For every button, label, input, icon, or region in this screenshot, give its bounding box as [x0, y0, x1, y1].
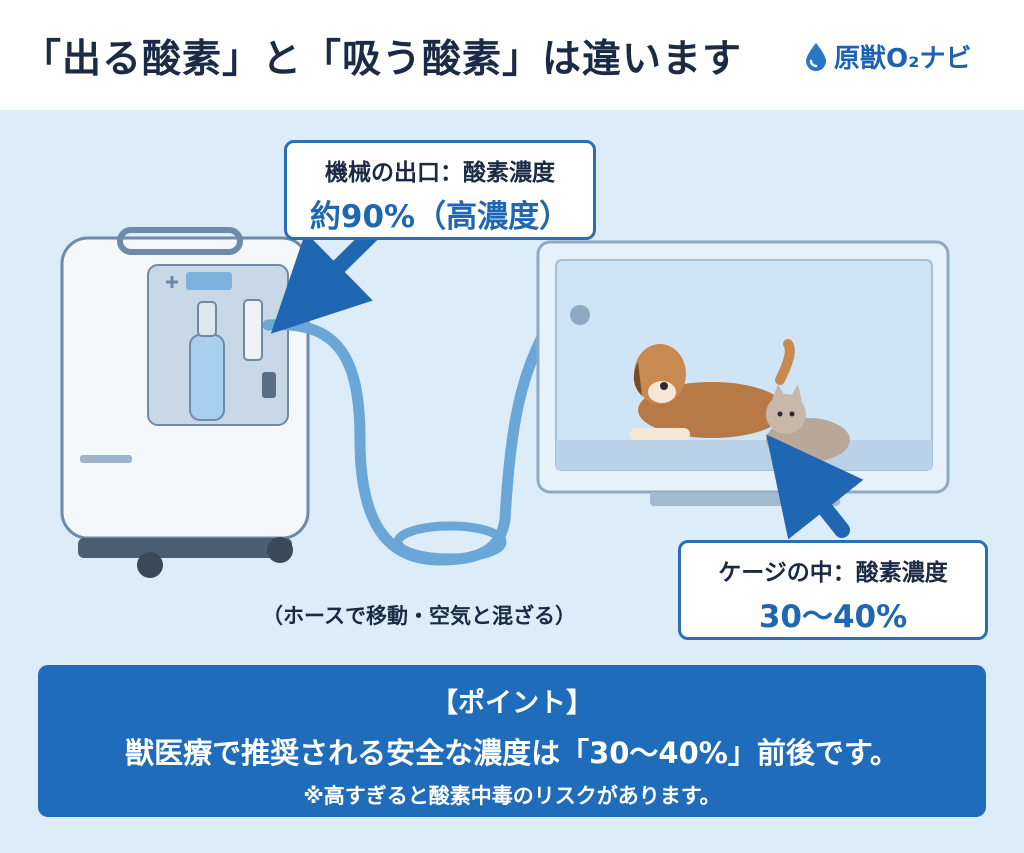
point-main-text: 獣医療で推奨される安全な濃度は「30〜40%」前後です。: [125, 736, 899, 770]
arrow-to-cage: [766, 434, 864, 540]
hose-coil: [393, 521, 507, 563]
water-drop-icon: [806, 42, 826, 71]
machine-outlet-callout: 機械の出口：酸素濃度 約90%（高濃度）: [284, 140, 596, 240]
oxygen-hose: [262, 314, 558, 566]
brand-logo: 原獣O₂ナビ: [804, 38, 972, 75]
dog-illustration: [630, 339, 795, 440]
cage-label: ケージの中：酸素濃度: [718, 560, 948, 586]
machine-outlet-label: 機械の出口：酸素濃度: [325, 160, 555, 186]
cage-value: 30〜40%: [758, 599, 908, 635]
point-heading: 【ポイント】: [431, 688, 593, 719]
point-note: ※高すぎると酸素中毒のリスクがあります。: [303, 784, 721, 808]
hose-note: （ホースで移動・空気と混ざる）: [262, 604, 576, 628]
oxygen-concentrator: [60, 227, 310, 578]
cage-callout: ケージの中：酸素濃度 30〜40%: [678, 540, 988, 640]
brand-name: 原獣O₂ナビ: [834, 44, 972, 74]
page-title: 「出る酸素」と「吸う酸素」は違います: [22, 37, 743, 82]
point-box: 【ポイント】 獣医療で推奨される安全な濃度は「30〜40%」前後です。 ※高すぎ…: [38, 665, 986, 817]
header: 「出る酸素」と「吸う酸素」は違います 原獣O₂ナビ: [0, 0, 1024, 110]
illustration: [60, 222, 950, 578]
machine-outlet-value: 約90%（高濃度）: [309, 199, 571, 235]
oxygen-cage: [536, 240, 950, 506]
arrow-to-machine-outlet: [270, 222, 384, 334]
